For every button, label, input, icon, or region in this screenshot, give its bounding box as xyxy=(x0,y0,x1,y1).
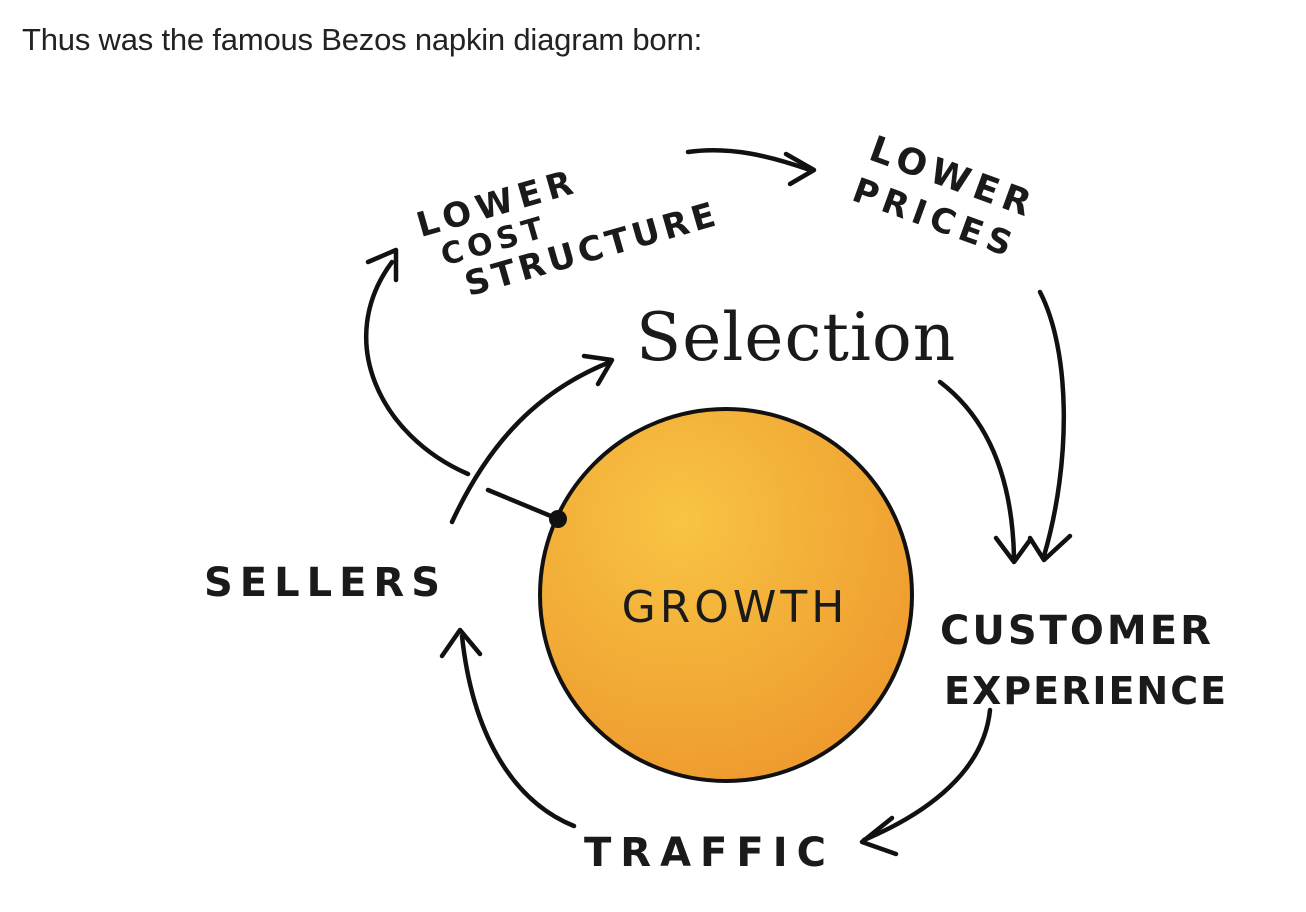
arrow-cost-to-prices xyxy=(685,148,813,173)
flywheel-spoke xyxy=(485,487,561,522)
arrow-customer-to-traffic-head xyxy=(859,815,899,857)
lower-cost-structure-label: LOWER COST STRUCTURE xyxy=(412,162,724,305)
growth-circle xyxy=(538,407,914,783)
arrow-cost-to-prices-head xyxy=(783,151,817,187)
sellers-label: SELLERS xyxy=(204,560,447,606)
arrow-customer-to-traffic xyxy=(861,707,993,843)
arrow-sellers-to-selection-head xyxy=(581,353,615,387)
arrow-traffic-to-sellers-head xyxy=(439,627,483,659)
arrow-prices-to-customer xyxy=(1037,289,1067,559)
arrow-sellers-to-cost-head xyxy=(365,247,399,283)
arrow-sellers-to-selection xyxy=(449,359,613,525)
arrow-traffic-to-sellers xyxy=(459,633,577,829)
lower-prices-label: LOWER PRICES xyxy=(847,129,1042,267)
customer-label: CUSTOMER xyxy=(940,608,1214,654)
arrow-selection-to-customer-head xyxy=(993,535,1033,565)
arrow-sellers-to-cost xyxy=(364,259,471,477)
growth-label: GROWTH xyxy=(622,582,849,633)
selection-label: Selection xyxy=(636,299,956,376)
traffic-label: TRAFFIC xyxy=(584,830,835,876)
arrow-prices-to-customer-head xyxy=(1027,533,1073,563)
experience-label: EXPERIENCE xyxy=(944,669,1228,713)
arrow-selection-to-customer xyxy=(937,379,1017,559)
intro-text: Thus was the famous Bezos napkin diagram… xyxy=(22,22,703,57)
